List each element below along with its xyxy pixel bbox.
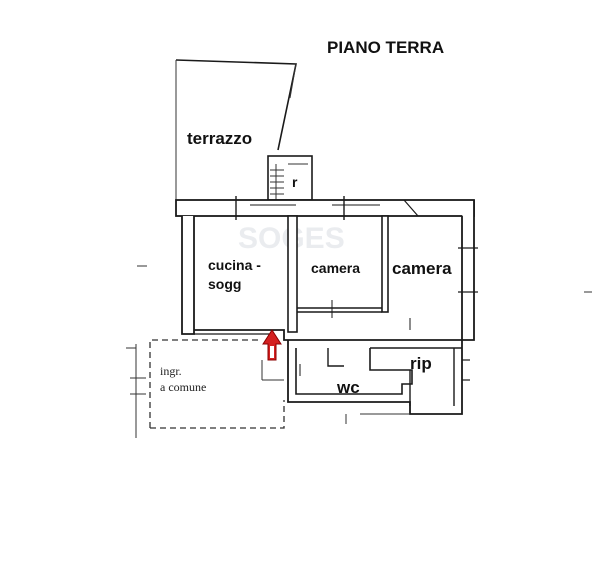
room-label-camera-2: camera xyxy=(392,259,452,278)
entrance-label-1: ingr. xyxy=(160,364,182,378)
stair-r xyxy=(267,155,313,201)
lower-walls xyxy=(287,340,470,415)
building-walls xyxy=(175,196,478,341)
room-label-r: r xyxy=(292,174,298,190)
room-label-cucina-2: sogg xyxy=(208,276,241,292)
room-label-terrazzo: terrazzo xyxy=(187,129,252,148)
entrance-label-2: a comune xyxy=(160,380,206,394)
arrow-up-icon xyxy=(262,329,282,361)
common-entrance-area xyxy=(126,339,285,438)
room-label-cucina-1: cucina - xyxy=(208,257,261,273)
room-label-rip: rip xyxy=(410,354,432,373)
room-label-wc: wc xyxy=(336,378,360,397)
room-label-camera-1: camera xyxy=(311,260,360,276)
page-title: PIANO TERRA xyxy=(327,38,444,57)
dimension-ticks xyxy=(137,265,592,424)
terrazzo-area xyxy=(175,59,297,200)
